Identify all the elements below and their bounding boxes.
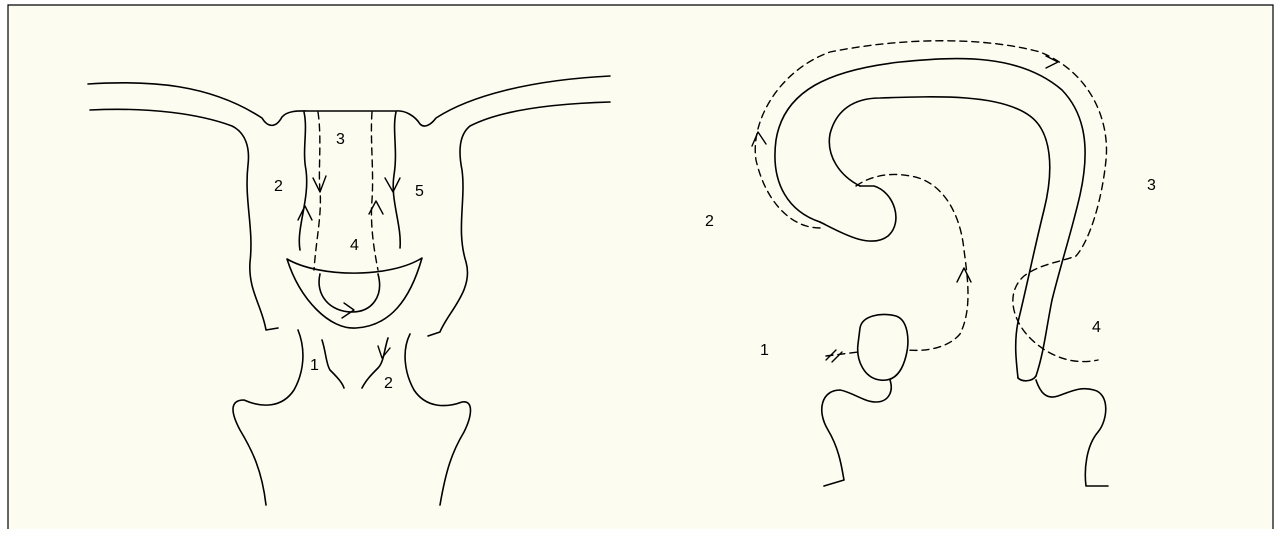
left-label-2: 2 bbox=[274, 178, 283, 195]
right-label-2: 2 bbox=[705, 213, 714, 230]
left-label-2-lower: 2 bbox=[384, 375, 393, 392]
right-label-4: 4 bbox=[1092, 319, 1101, 336]
right-label-1: 1 bbox=[760, 342, 769, 359]
left-label-5: 5 bbox=[415, 183, 424, 200]
left-label-1: 1 bbox=[310, 357, 319, 374]
left-label-3: 3 bbox=[336, 131, 345, 148]
right-label-3: 3 bbox=[1147, 177, 1156, 194]
left-label-4: 4 bbox=[350, 237, 359, 254]
